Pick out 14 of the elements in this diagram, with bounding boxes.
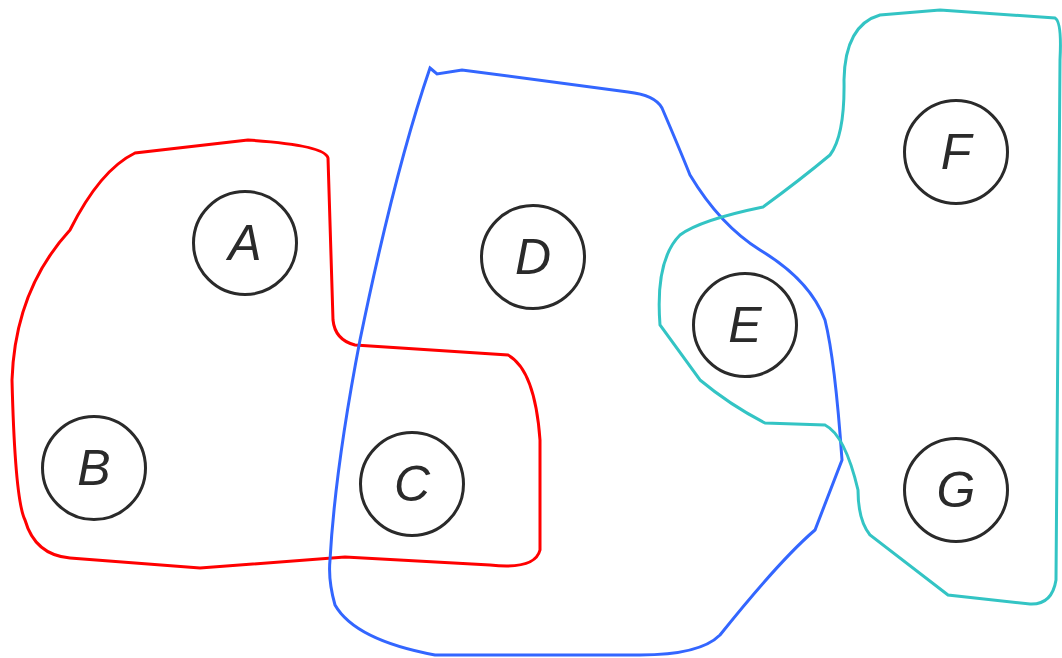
circle-node <box>41 415 147 521</box>
circle-node <box>692 272 798 378</box>
circle-node <box>480 204 586 310</box>
circle-node <box>359 431 465 537</box>
node-letter: G <box>936 465 976 515</box>
node-letter: A <box>228 218 262 268</box>
circle-node <box>192 190 298 296</box>
node-letter: D <box>514 232 552 282</box>
node-letter: B <box>77 443 111 493</box>
node-letter: E <box>728 300 762 350</box>
circle-node <box>903 437 1009 543</box>
node-letter: C <box>393 459 431 509</box>
circle-node <box>903 99 1009 205</box>
node-letter: F <box>940 127 972 177</box>
